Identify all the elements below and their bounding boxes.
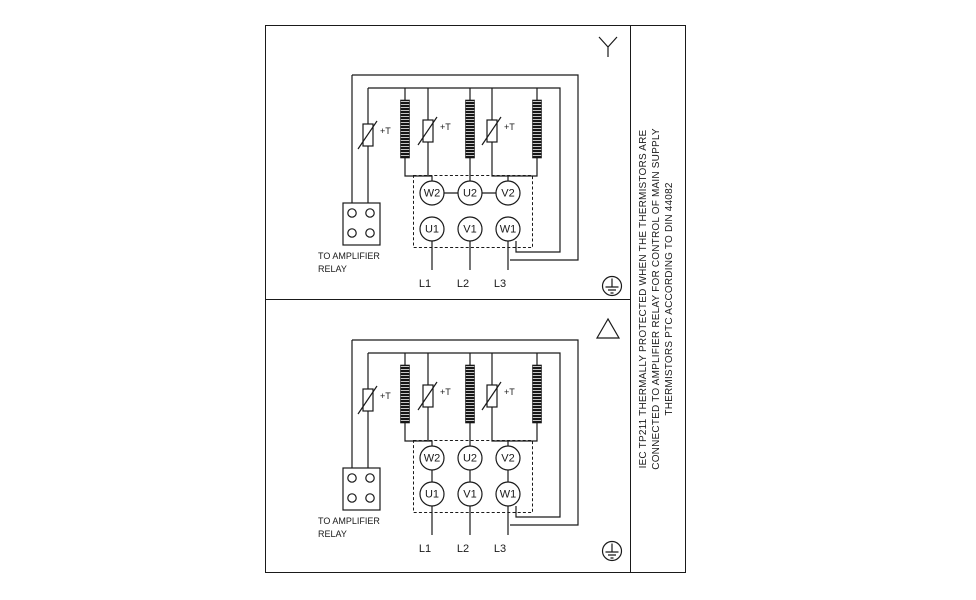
- svg-text:U1: U1: [425, 224, 439, 236]
- thermistor-label: +T: [440, 122, 451, 132]
- amplifier-relay-connector: [342, 202, 381, 246]
- relay-note-line1: TO AMPLIFIER: [318, 251, 380, 261]
- star-connection-panel: +T +T +T W2 U2 V2 U1: [318, 36, 623, 297]
- side-note-line3: THERMISTORS PTC ACCORDING TO DIN 44082: [664, 182, 675, 415]
- motor-winding-bar: [532, 99, 542, 159]
- thermistor-label: +T: [440, 387, 451, 397]
- svg-text:W1: W1: [500, 489, 517, 501]
- svg-text:V1: V1: [463, 489, 476, 501]
- svg-text:U2: U2: [463, 188, 477, 200]
- terminal-block-outline: [413, 440, 533, 513]
- terminal-v2: V2: [495, 445, 521, 471]
- wiring-lines: [351, 339, 579, 535]
- terminal-block-outline: [413, 175, 533, 248]
- svg-text:U1: U1: [425, 489, 439, 501]
- side-note-line2: CONNECTED TO AMPLIFIER RELAY FOR CONTROL…: [651, 128, 662, 470]
- motor-winding-bar: [400, 99, 410, 159]
- earth-ground-icon: [601, 540, 623, 562]
- delta-connection-panel: +T +T +T W2 U2 V2 U1: [318, 317, 623, 562]
- thermistor-label: +T: [380, 126, 391, 136]
- thermistor-symbol: +T: [481, 116, 515, 146]
- amplifier-relay-connector: [342, 467, 381, 511]
- lead-label-l3: L3: [494, 543, 506, 555]
- terminal-w2: W2: [419, 445, 445, 471]
- terminal-u1: U1: [419, 481, 445, 507]
- lead-label-l2: L2: [457, 278, 469, 290]
- relay-note-line2: RELAY: [318, 529, 347, 539]
- lead-label-l1: L1: [419, 278, 431, 290]
- side-note: IEC TP211 THERMALLY PROTECTED WHEN THE T…: [638, 128, 675, 470]
- thermistor-label: +T: [380, 391, 391, 401]
- svg-text:V2: V2: [501, 188, 514, 200]
- terminal-u1: U1: [419, 216, 445, 242]
- svg-text:U2: U2: [463, 453, 477, 465]
- terminal-w1: W1: [495, 216, 521, 242]
- terminal-w2: W2: [419, 180, 445, 206]
- motor-winding-bar: [532, 364, 542, 424]
- thermistor-symbol: +T: [481, 381, 515, 411]
- terminal-u2: U2: [457, 445, 483, 471]
- thermistor-symbol: +T: [357, 385, 391, 415]
- svg-text:W2: W2: [424, 188, 441, 200]
- motor-winding-bar: [465, 99, 475, 159]
- thermistor-symbol: +T: [417, 381, 451, 411]
- thermistor-symbol: +T: [357, 120, 391, 150]
- delta-bridge-links: [431, 470, 509, 482]
- thermistor-label: +T: [504, 387, 515, 397]
- terminal-v1: V1: [457, 481, 483, 507]
- thermistor-label: +T: [504, 122, 515, 132]
- svg-text:V1: V1: [463, 224, 476, 236]
- relay-note-line1: TO AMPLIFIER: [318, 516, 380, 526]
- svg-text:V2: V2: [501, 453, 514, 465]
- lead-label-l2: L2: [457, 543, 469, 555]
- star-connection-icon: [598, 36, 618, 57]
- svg-text:W1: W1: [500, 224, 517, 236]
- terminal-v1: V1: [457, 216, 483, 242]
- wiring-lines: [351, 74, 579, 270]
- delta-connection-icon: [595, 317, 621, 339]
- motor-winding-bar: [465, 364, 475, 424]
- side-note-line1: IEC TP211 THERMALLY PROTECTED WHEN THE T…: [638, 129, 649, 468]
- terminal-u2: U2: [457, 180, 483, 206]
- motor-winding-bar: [400, 364, 410, 424]
- lead-label-l3: L3: [494, 278, 506, 290]
- terminal-w1: W1: [495, 481, 521, 507]
- terminal-v2: V2: [495, 180, 521, 206]
- thermistor-symbol: +T: [417, 116, 451, 146]
- relay-note-line2: RELAY: [318, 264, 347, 274]
- lead-label-l1: L1: [419, 543, 431, 555]
- earth-ground-icon: [601, 275, 623, 297]
- svg-text:W2: W2: [424, 453, 441, 465]
